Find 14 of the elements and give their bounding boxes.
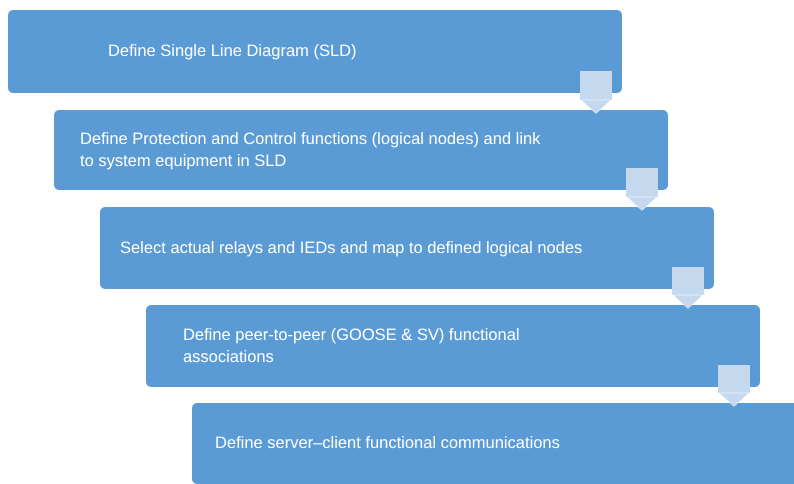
process-box (146, 305, 760, 387)
process-box (54, 110, 668, 190)
step-text: Define server–client functional communications (215, 433, 561, 454)
step-text: Define Single Line Diagram (SLD) (108, 41, 358, 62)
step-text: Select actual relays and IEDs and map to defined logical nodes (120, 238, 584, 259)
down-arrow (718, 365, 750, 407)
down-arrow (626, 168, 658, 211)
step-text: Define peer-to-peer (GOOSE & SV) functional associations (183, 324, 521, 368)
process-box (192, 403, 794, 484)
down-arrow (672, 267, 704, 309)
step-text: Define Protection and Control functions (logical nodes) and link to system equipment in SLD (80, 128, 542, 172)
down-arrow (580, 71, 612, 114)
process-box (100, 207, 714, 289)
process-box (8, 10, 622, 93)
